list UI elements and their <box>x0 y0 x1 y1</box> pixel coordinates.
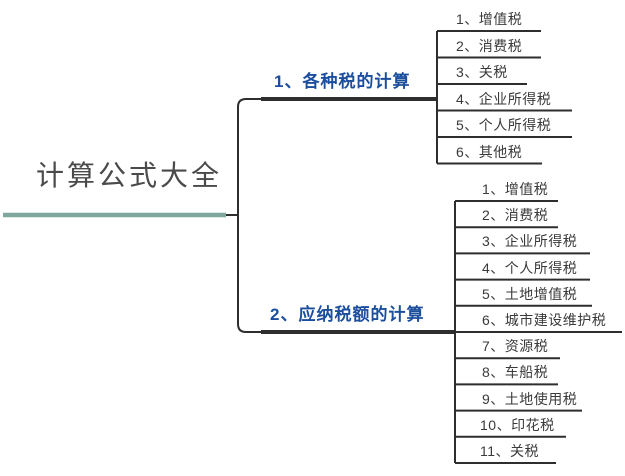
branch-2-child-10[interactable]: 10、印花税 <box>480 416 555 433</box>
branch-2-child-9[interactable]: 9、土地使用税 <box>482 390 578 407</box>
branch-2-child-11[interactable]: 11、关税 <box>480 443 540 459</box>
branch-1-child-3[interactable]: 3、关税 <box>456 64 508 80</box>
branch-2-child-8[interactable]: 8、车船税 <box>482 364 549 381</box>
branch-1-child-1[interactable]: 1、增值税 <box>456 11 523 27</box>
branch-2-child-5[interactable]: 5、土地增值税 <box>482 285 578 302</box>
branch-2-child-7[interactable]: 7、资源税 <box>482 338 549 355</box>
branch-1-connector <box>237 98 437 215</box>
branch-1-child-2[interactable]: 2、消费税 <box>456 37 523 54</box>
branch-1-child-5[interactable]: 5、个人所得税 <box>456 117 552 133</box>
branch-1-child-4[interactable]: 4、企业所得税 <box>456 90 552 107</box>
branch-2-child-6[interactable]: 6、城市建设维护税 <box>482 312 607 328</box>
branch-topic-2[interactable]: 2、应纳税额的计算 <box>270 305 425 324</box>
branch-topic-1[interactable]: 1、各种税的计算 <box>274 72 411 91</box>
branch-2-connector <box>237 215 455 333</box>
branch-2-child-1[interactable]: 1、增值税 <box>482 181 549 197</box>
branch-2-child-4[interactable]: 4、个人所得税 <box>482 259 578 276</box>
root-topic[interactable]: 计算公式大全 <box>36 161 223 192</box>
branch-1-child-6[interactable]: 6、其他税 <box>456 143 523 160</box>
branch-2-child-3[interactable]: 3、企业所得税 <box>482 233 578 250</box>
branch-2-child-2[interactable]: 2、消费税 <box>482 207 549 224</box>
